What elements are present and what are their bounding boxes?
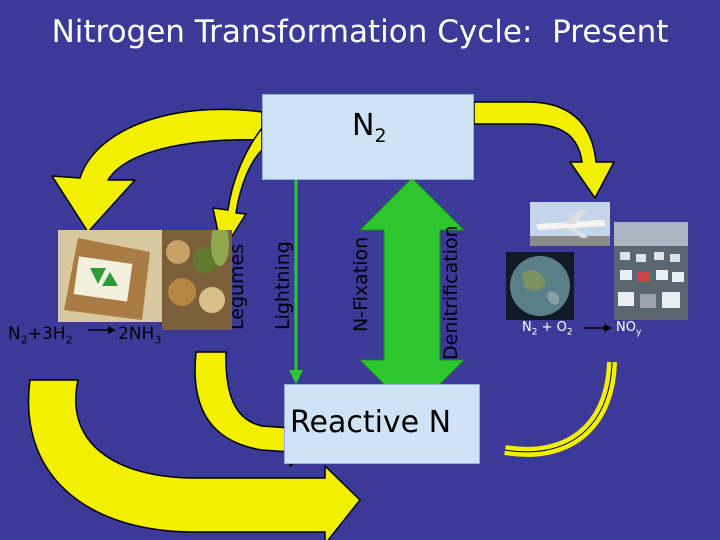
ammonia-sub: 3 — [154, 333, 162, 347]
arrow-n2-to-combustion — [473, 101, 615, 199]
earth-photo — [506, 252, 574, 320]
haber-n: N — [8, 324, 21, 344]
airplane-photo — [530, 202, 610, 246]
combustion-n-sub: 2 — [531, 327, 538, 338]
legume-seeds-photo — [162, 230, 232, 330]
nox-sub: y — [635, 327, 642, 338]
haber-plus-h: +3H — [27, 324, 66, 344]
haber-n-sub: 2 — [20, 333, 28, 347]
fertilizer-bag-icon — [64, 238, 150, 320]
nfixation-label: N-Fixation — [350, 236, 372, 332]
haber-reactants: N2+3H2 — [8, 324, 73, 346]
nox-no: NO — [616, 320, 636, 335]
seeds-icon — [166, 230, 229, 313]
haber-h-sub: 2 — [65, 333, 73, 347]
lightning-label: Lightning — [272, 241, 294, 330]
fertilizer-bag-photo — [58, 230, 162, 322]
nox-formula: NOy — [616, 320, 641, 338]
denitrification-label: Denitrification — [440, 225, 462, 360]
ammonia-formula: 2NH3 — [118, 324, 161, 346]
combustion-n: N — [522, 320, 532, 335]
arrow-combustion-reaction — [584, 324, 612, 332]
ammonia-nh: 2NH — [118, 324, 155, 344]
slide-title: Nitrogen Transformation Cycle: Present — [51, 14, 669, 50]
arrow-lightning-head — [289, 370, 303, 384]
traffic-jam-photo — [614, 222, 688, 320]
combustion-reactants: N2 + O2 — [522, 320, 573, 338]
traffic-icon — [614, 222, 688, 308]
reactive-n-box — [284, 384, 480, 464]
n2-label: N2 — [352, 108, 387, 147]
combustion-o-sub: 2 — [566, 327, 573, 338]
n2-box — [262, 94, 474, 180]
arrow-nox-to-reactive-n — [504, 361, 617, 457]
arrow-nox-to-reactive-n-outline — [504, 361, 613, 453]
reactive-n-label: Reactive N — [290, 405, 452, 440]
globe-icon — [510, 256, 570, 316]
n2-base: N — [352, 108, 375, 143]
airplane-icon — [530, 210, 610, 246]
arrow-haber-reaction — [88, 326, 116, 334]
n2-sub: 2 — [374, 125, 387, 147]
arrow-fertilizer-to-reactive-n — [27, 379, 361, 540]
combustion-plus-o: + O — [537, 320, 567, 335]
